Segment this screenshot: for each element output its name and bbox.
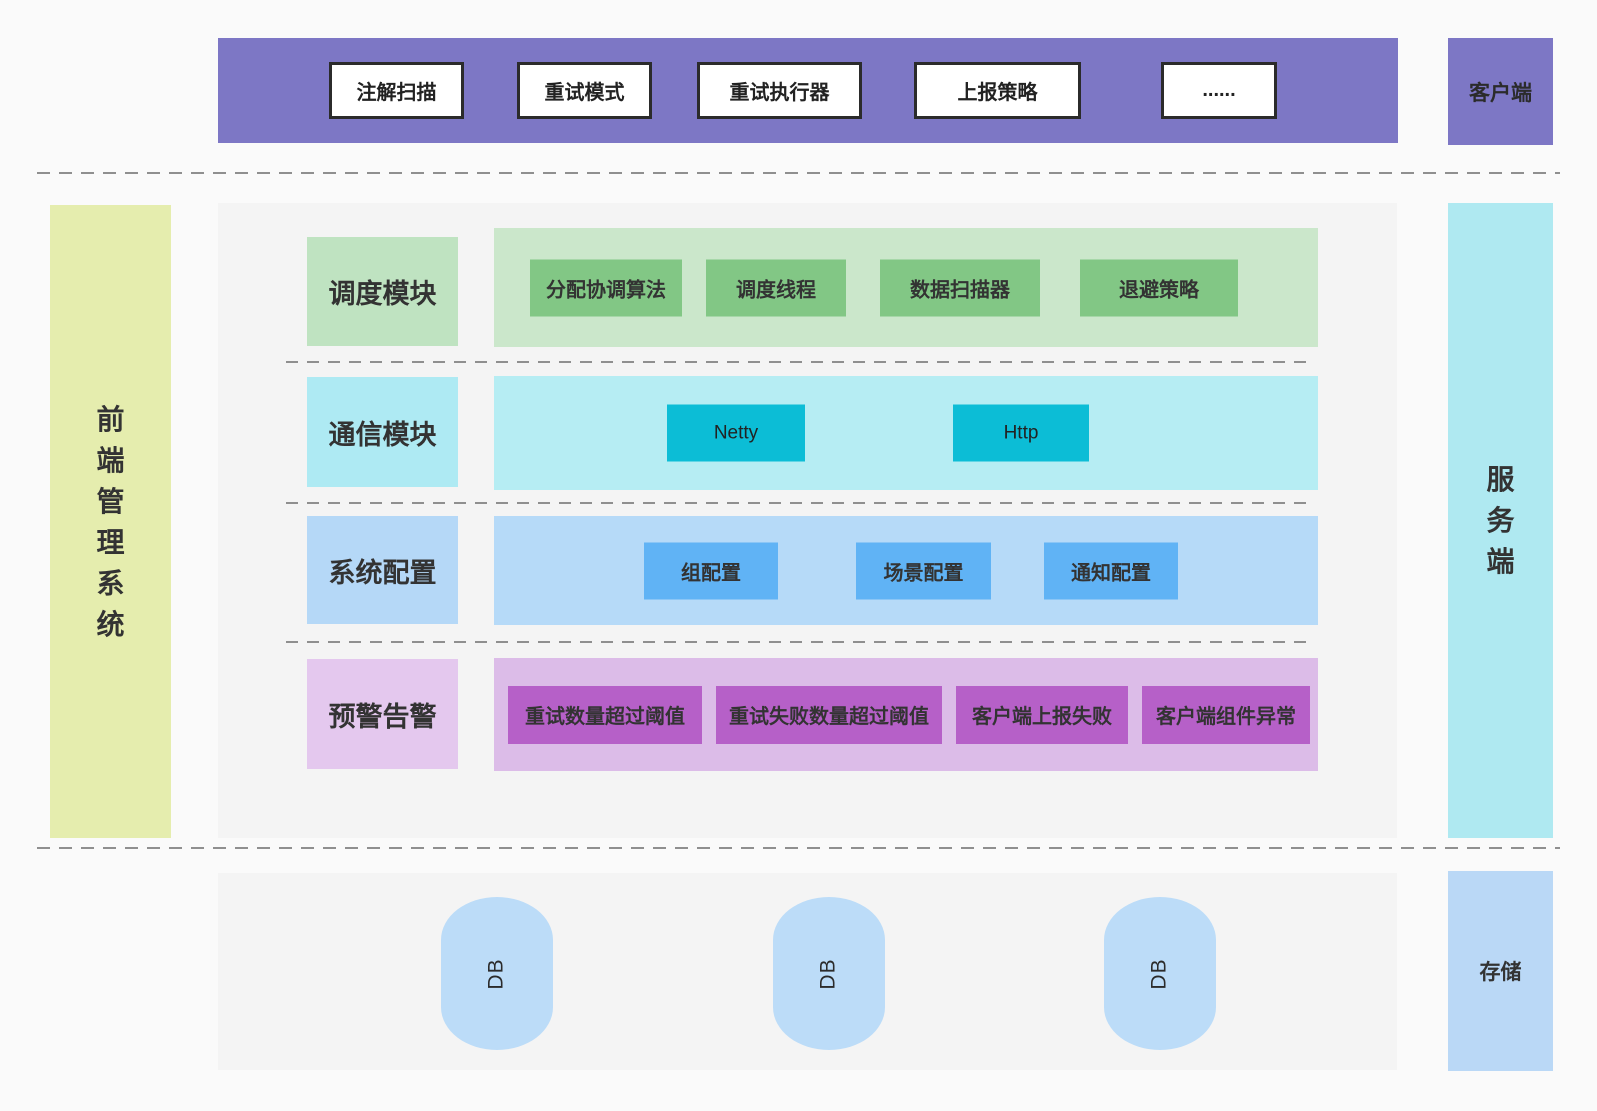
alert-item-retry-count-threshold: 重试数量超过阈值 — [508, 685, 702, 744]
server-side-bar: 服务端 — [1448, 203, 1553, 838]
client-component-report-strategy: 上报策略 — [914, 62, 1081, 119]
scheduling-item-allocation-algorithm: 分配协调算法 — [530, 259, 682, 316]
frontend-management-bar: 前端管理系统 — [50, 205, 171, 838]
config-item-notify-config: 通知配置 — [1044, 542, 1178, 599]
row-label-communication-module: 通信模块 — [307, 377, 458, 487]
db-cylinder-1-label: DB — [485, 957, 508, 990]
communication-item-http: Http — [953, 404, 1089, 462]
alert-item-client-report-fail: 客户端上报失败 — [956, 685, 1128, 744]
client-component-retry-executor: 重试执行器 — [697, 62, 862, 119]
scheduling-item-data-scanner: 数据扫描器 — [880, 259, 1040, 316]
db-cylinder-1: DB — [441, 897, 553, 1050]
row-communication-module: Netty Http — [494, 376, 1318, 490]
db-cylinder-2: DB — [773, 897, 885, 1050]
alert-item-client-component-error: 客户端组件异常 — [1142, 685, 1310, 744]
row-label-scheduling-module: 调度模块 — [307, 237, 458, 346]
client-component-annotation-scan: 注解扫描 — [329, 62, 464, 119]
row-label-system-config: 系统配置 — [307, 516, 458, 624]
scheduling-item-backoff-strategy: 退避策略 — [1080, 259, 1238, 316]
client-component-retry-mode: 重试模式 — [517, 62, 652, 119]
db-cylinder-2-label: DB — [817, 957, 840, 990]
client-components-bar: 注解扫描 重试模式 重试执行器 上报策略 ...... — [218, 38, 1398, 143]
server-panel: 调度模块 分配协调算法 调度线程 数据扫描器 退避策略 通信模块 Netty H… — [218, 203, 1397, 838]
alert-item-retry-fail-threshold: 重试失败数量超过阈值 — [716, 685, 942, 744]
divider-server-storage — [37, 847, 1560, 849]
db-cylinder-3-label: DB — [1148, 957, 1171, 990]
config-item-scene-config: 场景配置 — [856, 542, 991, 599]
config-item-group-config: 组配置 — [644, 542, 778, 599]
scheduling-item-schedule-thread: 调度线程 — [706, 259, 846, 316]
row-scheduling-module: 分配协调算法 调度线程 数据扫描器 退避策略 — [494, 228, 1318, 347]
server-side-label: 服务端 — [1486, 464, 1515, 577]
row-system-config: 组配置 场景配置 通知配置 — [494, 516, 1318, 625]
db-cylinder-3: DB — [1104, 897, 1216, 1050]
row-label-alerting: 预警告警 — [307, 659, 458, 769]
row-alerting: 重试数量超过阈值 重试失败数量超过阈值 客户端上报失败 客户端组件异常 — [494, 658, 1318, 771]
client-side-label: 客户端 — [1448, 38, 1553, 145]
divider-scheduling-communication — [286, 361, 1308, 363]
storage-side-label: 存储 — [1448, 871, 1553, 1071]
divider-config-alert — [286, 641, 1308, 643]
divider-communication-config — [286, 502, 1308, 504]
frontend-management-label: 前端管理系统 — [96, 403, 125, 640]
divider-client-server — [37, 172, 1560, 174]
client-component-ellipsis: ...... — [1161, 62, 1277, 119]
communication-item-netty: Netty — [667, 404, 805, 462]
storage-panel: DB DB DB — [218, 873, 1397, 1070]
